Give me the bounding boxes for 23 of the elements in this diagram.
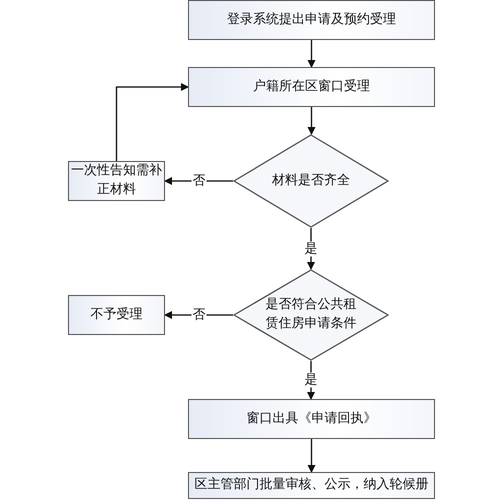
edge-label: 否 [192,174,206,188]
node-text: 区主管部门批量审核、公示，纳入轮候册 [194,476,428,494]
edge-label: 否 [192,308,206,322]
edge-label: 是 [304,241,318,256]
node-text: 不予受理 [90,306,142,324]
arrow [308,107,316,135]
arrow [308,40,316,68]
process-box [188,472,435,499]
decision-diamond [233,269,389,361]
node-text: 材料是否齐全 [272,172,350,190]
process-box [68,295,165,335]
node-text: 登录系统提出申请及预约受理 [227,10,396,29]
arrow [308,439,316,473]
process-box [188,0,435,40]
node-text: 一次性告知需补正材料 [70,162,163,199]
node-text: 窗口出具《申请回执》 [246,410,376,428]
arrow [116,83,189,161]
process-box [188,399,435,439]
node-text: 户籍所在区窗口受理 [253,78,370,96]
decision-diamond [233,134,389,228]
node-text: 是否符合公共租赁住房申请条件 [264,296,358,333]
process-box [188,67,435,107]
edge-label: 是 [304,372,318,388]
